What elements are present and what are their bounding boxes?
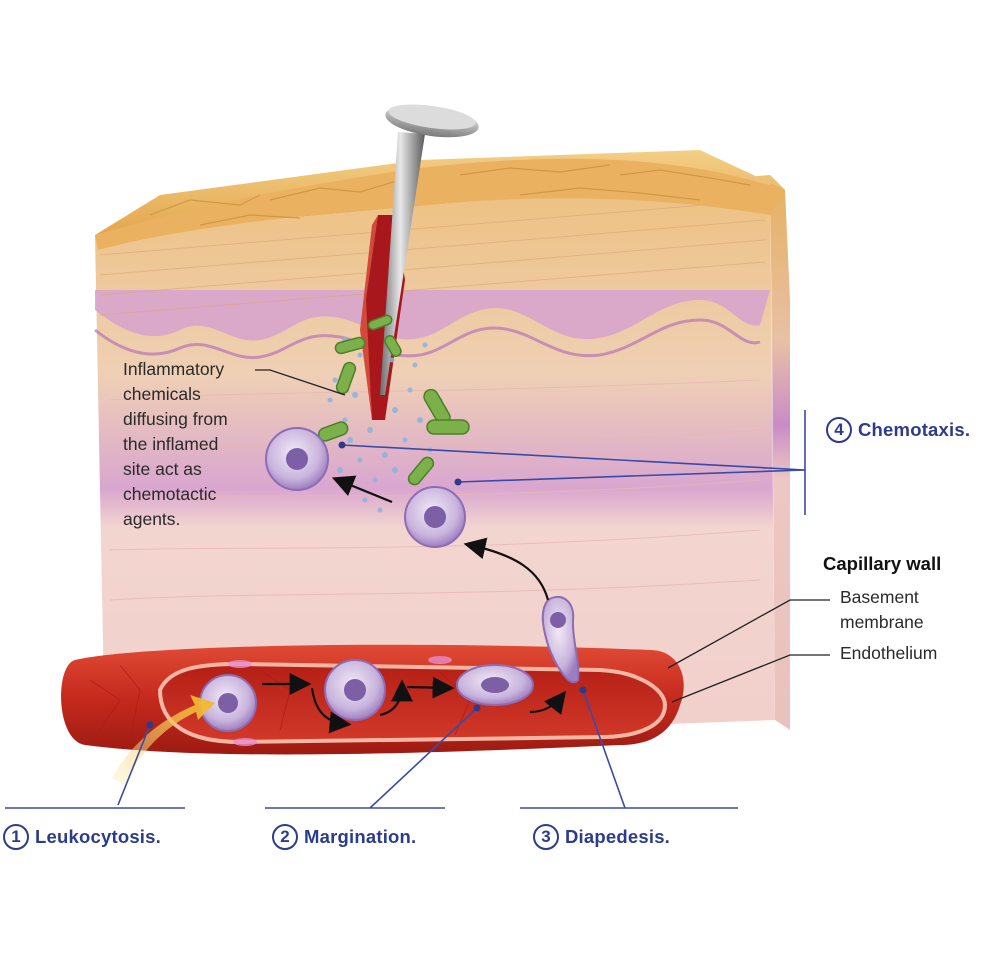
step-margination: 2 Margination. — [272, 824, 416, 850]
nail — [380, 104, 479, 395]
leader-lines — [5, 410, 806, 809]
dermis-texture — [109, 379, 761, 601]
annotation-line: Inflammatory — [123, 359, 225, 379]
endothelium-label: Endothelium — [840, 643, 938, 663]
annotation-line: agents. — [123, 509, 181, 529]
annotation-line: site act as — [123, 459, 202, 479]
step-label: Chemotaxis. — [858, 419, 971, 440]
skin-block-side — [770, 175, 790, 730]
annotation-line: the inflamed — [123, 434, 219, 454]
chemotaxis-annotation: Inflammatory chemicals diffusing from th… — [123, 357, 228, 532]
annotation-line: chemotactic — [123, 484, 217, 504]
basement-membrane-line: membrane — [840, 612, 924, 632]
step-label: Diapedesis. — [565, 826, 671, 847]
step-label: Margination. — [304, 826, 417, 847]
basement-membrane-line: Basement — [840, 587, 919, 607]
papillary-layer — [95, 290, 770, 341]
step-number: 2 — [272, 824, 298, 850]
epidermis-texture — [99, 199, 766, 316]
surface-cells — [149, 164, 751, 226]
black-leader-lines — [255, 369, 830, 703]
bacteria — [317, 314, 470, 486]
annotation-line: diffusing from — [123, 409, 228, 429]
basement-membrane-label: Basement membrane — [840, 585, 924, 635]
capillary-wall-title: Capillary wall — [823, 553, 942, 574]
step-leukocytosis: 1 Leukocytosis. — [3, 824, 161, 850]
annotation-line: chemicals — [123, 384, 201, 404]
step-chemotaxis: 4 Chemotaxis. — [826, 417, 970, 443]
step-number: 3 — [533, 824, 559, 850]
movement-arrows — [262, 475, 567, 734]
step-label: Leukocytosis. — [35, 826, 161, 847]
step-number: 1 — [3, 824, 29, 850]
step-diapedesis: 3 Diapedesis. — [533, 824, 670, 850]
leader-dots — [146, 441, 587, 729]
step-number: 4 — [826, 417, 852, 443]
blood-flow-arrow — [112, 695, 215, 785]
leukocytes — [199, 427, 580, 732]
